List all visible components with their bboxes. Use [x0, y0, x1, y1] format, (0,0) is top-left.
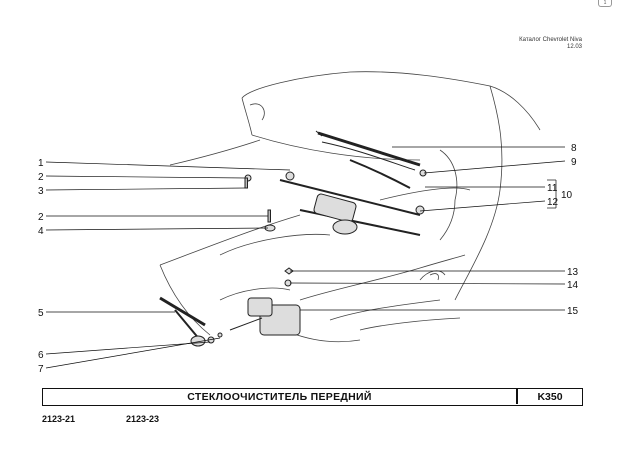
- callout-2: 2: [38, 172, 44, 183]
- section-code: K350: [537, 391, 563, 403]
- callout-2b: 2: [38, 212, 44, 223]
- title-block: СТЕКЛООЧИСТИТЕЛЬ ПЕРЕДНИЙ K350: [42, 388, 583, 406]
- wiper-linkage: [244, 169, 427, 287]
- callout-9: 9: [571, 157, 577, 168]
- callout-13: 13: [567, 267, 579, 278]
- callout-10: 10: [561, 190, 573, 201]
- callout-3: 3: [38, 186, 44, 197]
- callout-15: 15: [567, 306, 579, 317]
- leader-lines: [45, 146, 566, 369]
- callout-4: 4: [38, 226, 44, 237]
- callout-12: 12: [547, 197, 559, 208]
- callout-11: 11: [547, 183, 558, 194]
- model-code-2: 2123-23: [126, 414, 160, 424]
- callout-7: 7: [38, 364, 44, 375]
- callout-5: 5: [38, 308, 44, 319]
- callout-6: 6: [38, 350, 44, 361]
- callout-8: 8: [571, 143, 577, 154]
- title-divider: [516, 389, 518, 404]
- model-code-1: 2123-21: [42, 414, 76, 424]
- callout-1: 1: [38, 158, 44, 169]
- wiper-blade-upper: [315, 130, 421, 189]
- headlight-wiper: [159, 296, 301, 347]
- catalog-date: 12.03: [566, 44, 582, 50]
- assembly-title: СТЕКЛООЧИСТИТЕЛЬ ПЕРЕДНИЙ: [187, 391, 372, 403]
- callout-14: 14: [567, 280, 579, 291]
- page-corner-tab: 1: [598, 0, 612, 7]
- callout-numbers: 1 2 3 2 4 5 6 7 8 9 11 10 12 13 14 15: [38, 143, 579, 375]
- catalog-title: Каталог Chevrolet Niva: [519, 37, 582, 43]
